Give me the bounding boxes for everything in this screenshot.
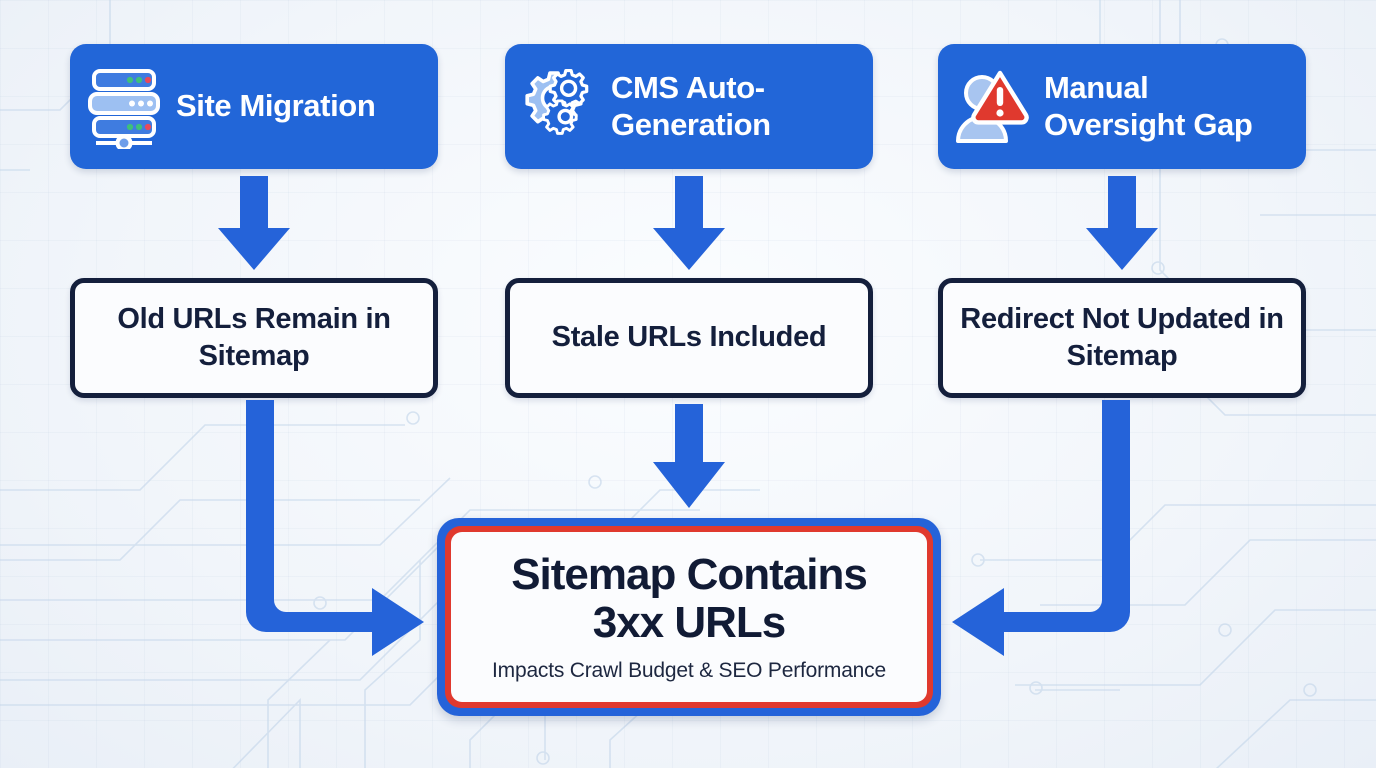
arrow-redirect-to-result <box>949 400 1134 656</box>
cause-label-old-urls: Old URLs Remain in Sitemap <box>117 302 391 372</box>
source-box-manual-oversight-gap[interactable]: Manual Oversight Gap <box>938 44 1306 169</box>
cause-box-redirect-not-updated[interactable]: Redirect Not Updated in Sitemap <box>938 278 1306 398</box>
gears-icon <box>521 65 597 149</box>
source-label-site-migration: Site Migration <box>176 88 376 124</box>
arrow-stale-to-result <box>641 404 737 510</box>
arrow-old-to-result <box>242 400 427 656</box>
cause-box-stale-urls[interactable]: Stale URLs Included <box>505 278 873 398</box>
cause-label-stale-urls: Stale URLs Included <box>551 321 827 354</box>
result-subtitle: Impacts Crawl Budget & SEO Performance <box>492 659 886 683</box>
cause-label-redirect-not-updated: Redirect Not Updated in Sitemap <box>960 302 1284 372</box>
arrow-gap-to-redirect <box>1074 176 1170 272</box>
result-box[interactable]: Sitemap Contains 3xx URLs Impacts Crawl … <box>437 518 941 716</box>
source-label-cms-auto-generation: CMS Auto-Generation <box>611 69 771 142</box>
result-box-content: Sitemap Contains 3xx URLs Impacts Crawl … <box>451 532 927 702</box>
user-warning-icon <box>954 65 1030 149</box>
result-box-red-border: Sitemap Contains 3xx URLs Impacts Crawl … <box>445 526 933 708</box>
source-label-manual-oversight-gap: Manual Oversight Gap <box>1044 69 1253 142</box>
server-stack-icon <box>86 65 162 149</box>
cause-box-old-urls[interactable]: Old URLs Remain in Sitemap <box>70 278 438 398</box>
result-title-line1: Sitemap Contains <box>511 549 868 599</box>
arrow-cms-to-stale <box>641 176 737 272</box>
source-box-cms-auto-generation[interactable]: CMS Auto-Generation <box>505 44 873 169</box>
result-title-line2: 3xx URLs <box>592 598 787 647</box>
source-box-site-migration[interactable]: Site Migration <box>70 44 438 169</box>
arrow-migration-to-old <box>206 176 302 272</box>
